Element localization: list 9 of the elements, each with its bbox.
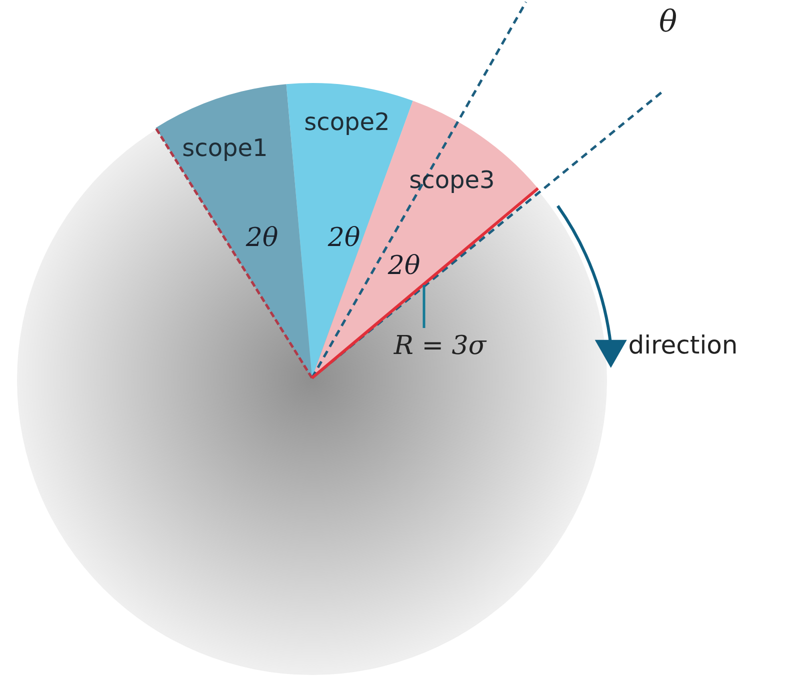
sector-label: scope2 xyxy=(304,108,390,136)
angle-label: 2θ xyxy=(388,251,420,281)
angle-label: 2θ xyxy=(328,223,360,253)
sector-label: scope3 xyxy=(409,166,495,194)
sector-label: scope1 xyxy=(182,134,268,162)
angle-label: θ xyxy=(658,4,678,40)
direction-label: direction xyxy=(628,330,738,360)
radius-label: R = 3σ xyxy=(394,331,486,361)
angle-label: 2θ xyxy=(246,223,278,253)
